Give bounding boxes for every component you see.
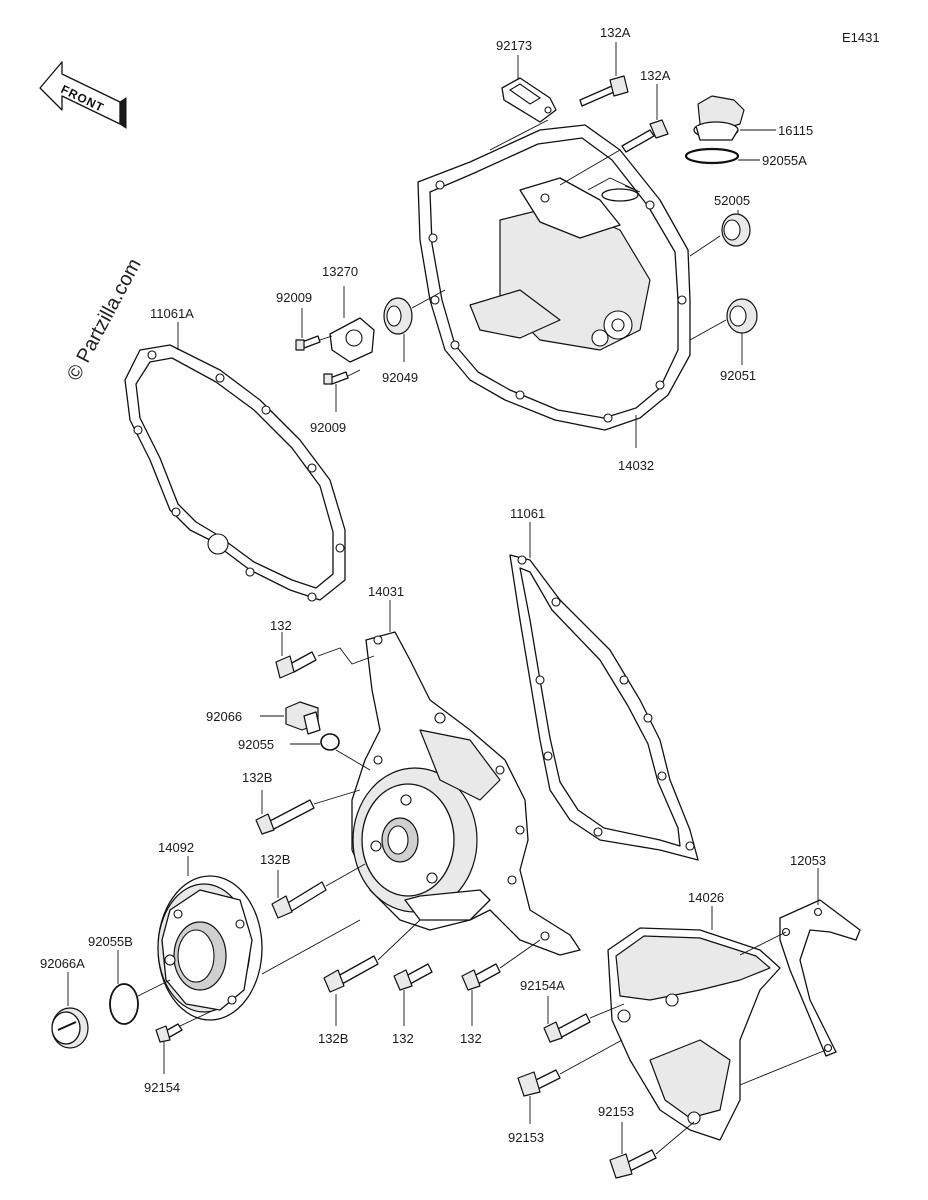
screw-92154 [155, 1023, 183, 1043]
oil-filler-cap-16115 [693, 95, 745, 141]
part-label-14026: 14026 [688, 890, 724, 905]
sprocket-cover-14026 [607, 927, 781, 1141]
bolt-132-2 [393, 963, 433, 991]
part-label-92153-1: 92153 [508, 1130, 544, 1145]
generator-cover-14031 [351, 631, 581, 956]
bolt-92154A [543, 1013, 591, 1043]
part-label-92066A: 92066A [40, 956, 85, 971]
bolt-132B-1 [255, 799, 315, 835]
clutch-cover-14032 [417, 124, 691, 431]
gasket-11061A [124, 344, 346, 602]
part-label-11061A: 11061A [150, 306, 194, 321]
bolt-132B-3 [323, 955, 379, 993]
part-label-92154A: 92154A [520, 978, 565, 993]
part-label-92055: 92055 [238, 737, 274, 752]
part-label-132-1: 132 [270, 618, 292, 633]
bracket-12053 [779, 899, 861, 1057]
bolt-132-3 [461, 963, 501, 991]
cover-14092 [157, 875, 263, 1021]
part-label-92173: 92173 [496, 38, 532, 53]
part-label-92009-1: 92009 [276, 290, 312, 305]
part-label-92051: 92051 [720, 368, 756, 383]
part-label-52005: 52005 [714, 193, 750, 208]
screw-92009-2 [323, 371, 349, 385]
bolt-132B-2 [271, 881, 327, 919]
part-label-132B-2: 132B [260, 852, 290, 867]
bolt-132A-1 [579, 75, 629, 107]
guide-92173 [501, 77, 557, 123]
part-label-92055B: 92055B [88, 934, 133, 949]
part-label-14031: 14031 [368, 584, 404, 599]
diagram-code: E1431 [842, 30, 880, 45]
bolt-132A-2 [621, 119, 669, 153]
part-label-92154: 92154 [144, 1080, 180, 1095]
part-label-132B-3: 132B [318, 1031, 348, 1046]
seal-52005 [721, 213, 751, 247]
part-label-132A-2: 132A [640, 68, 671, 83]
part-label-14092: 14092 [158, 840, 194, 855]
bolt-92153-2 [609, 1149, 657, 1179]
part-label-92066: 92066 [206, 709, 242, 724]
plug-92066 [285, 701, 321, 735]
o-ring-92055A [684, 147, 740, 165]
part-label-92153-2: 92153 [598, 1104, 634, 1119]
screw-92009-1 [295, 335, 321, 351]
plate-13270 [329, 317, 375, 363]
part-label-132-2: 132 [392, 1031, 414, 1046]
part-label-11061: 11061 [510, 506, 545, 521]
part-label-13270: 13270 [322, 264, 358, 279]
oil-seal-92049 [383, 297, 413, 335]
part-label-92009-2: 92009 [310, 420, 346, 435]
part-label-132B-1: 132B [242, 770, 272, 785]
part-label-132-3: 132 [460, 1031, 482, 1046]
cap-92066A [51, 1007, 89, 1049]
part-label-92049: 92049 [382, 370, 418, 385]
part-label-132A-1: 132A [600, 25, 631, 40]
watermark: © Partzilla.com [63, 255, 146, 384]
part-label-92055A: 92055A [762, 153, 807, 168]
bolt-132-1 [275, 651, 317, 679]
o-ring-92055B [109, 983, 139, 1025]
part-label-16115: 16115 [778, 123, 813, 138]
part-label-14032: 14032 [618, 458, 654, 473]
gasket-11061 [509, 554, 699, 861]
bolt-92153-1 [517, 1069, 561, 1097]
o-ring-92055 [320, 733, 340, 751]
front-arrow-icon: FRONT [39, 61, 127, 129]
part-label-12053: 12053 [790, 853, 826, 868]
oil-seal-92051 [726, 298, 758, 334]
